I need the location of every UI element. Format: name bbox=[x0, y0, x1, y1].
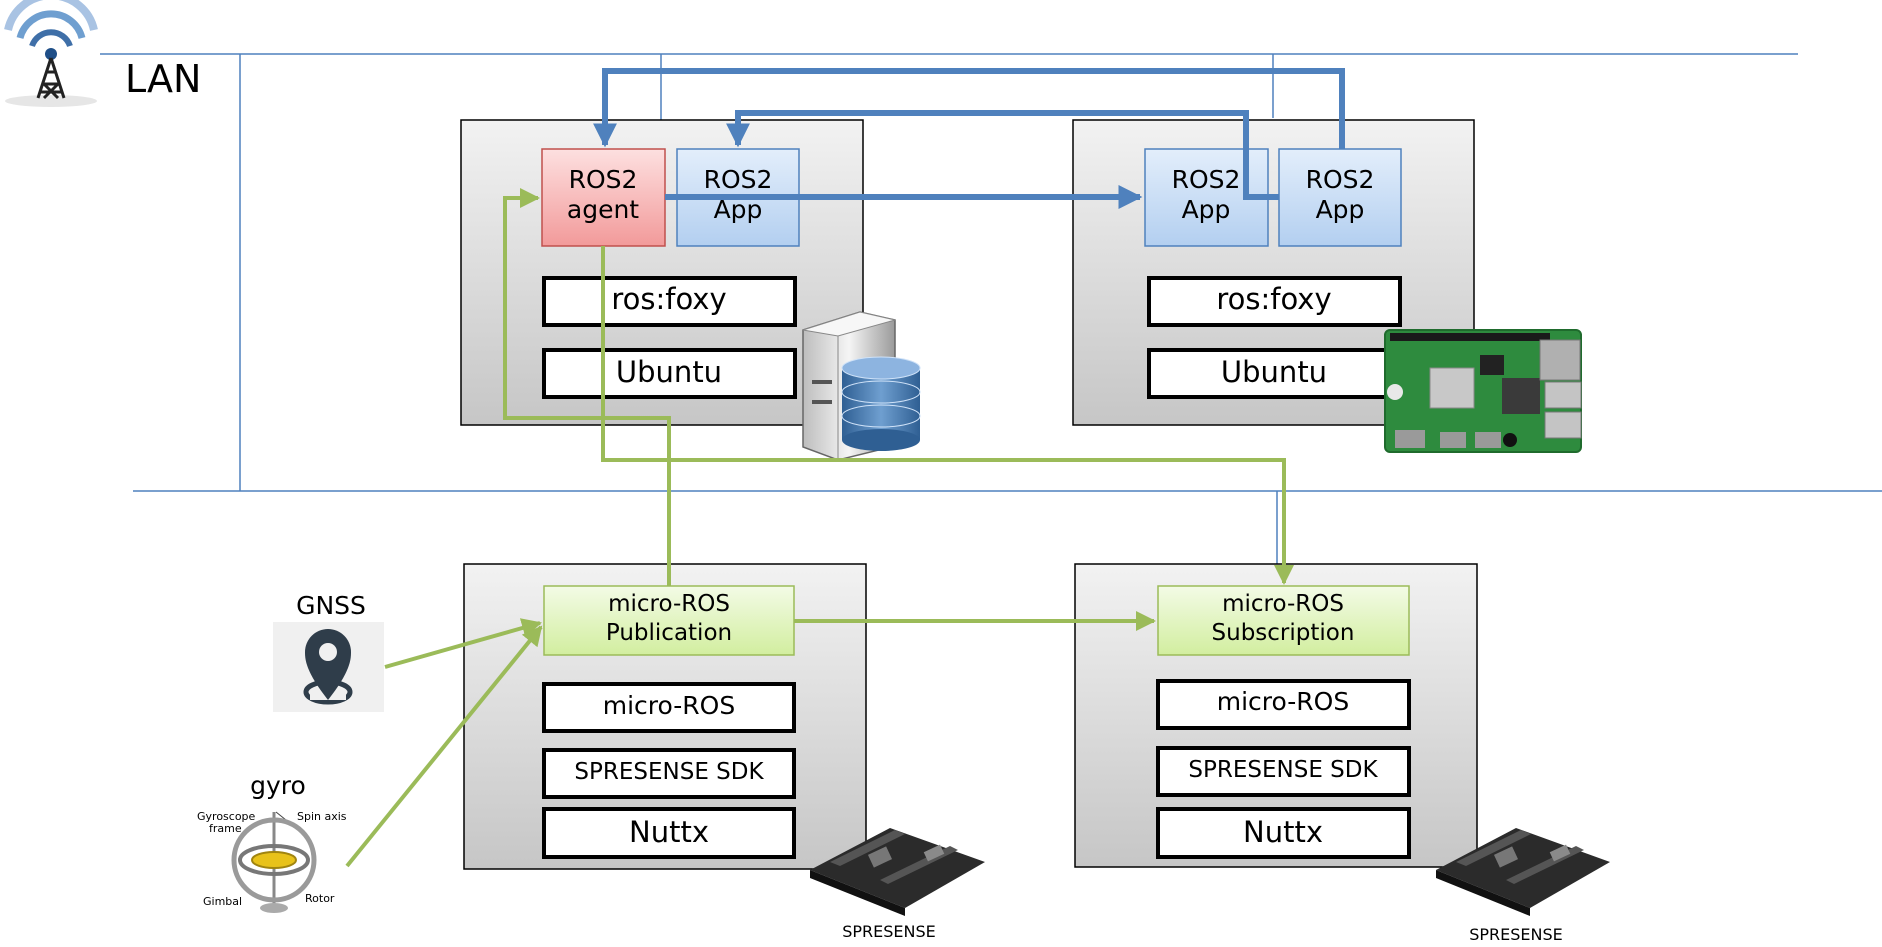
arrow-gyro-to-pub bbox=[345, 625, 543, 868]
nuttx-layer-pub: Nuttx bbox=[542, 807, 796, 859]
micro-ros-publication-node[interactable]: micro-ROS Publication bbox=[543, 585, 795, 656]
micro-ros-sub-line2: Subscription bbox=[1212, 620, 1355, 646]
gyro-label: gyro bbox=[250, 771, 306, 800]
svg-text:micro-ROS: micro-ROS bbox=[1217, 687, 1349, 716]
arrow-rpi-app2-to-agent bbox=[593, 68, 1345, 149]
micro-ros-subscription-node[interactable]: micro-ROS Subscription bbox=[1157, 585, 1410, 656]
arrow-pub-to-agent bbox=[503, 188, 671, 586]
gyro-part-rotor: Rotor bbox=[305, 892, 335, 905]
ros2-agent-line2: agent bbox=[567, 195, 639, 224]
micro-ros-sub-line1: micro-ROS bbox=[1222, 591, 1344, 617]
ros2-app-pc-line1: ROS2 bbox=[704, 165, 773, 194]
micro-ros-green-arrows bbox=[345, 188, 1294, 868]
gnss-label: GNSS bbox=[296, 591, 366, 620]
ros2-app-node-rpi-2[interactable]: ROS2 App bbox=[1278, 148, 1402, 247]
location-pin-icon bbox=[273, 622, 384, 712]
server-database-icon bbox=[802, 311, 921, 461]
lan-label: LAN bbox=[125, 57, 201, 101]
ros-foxy-layer-pc: ros:foxy bbox=[542, 276, 797, 327]
ros2-app-rpi2-line2: App bbox=[1316, 195, 1365, 224]
svg-text:SPRESENSE SDK: SPRESENSE SDK bbox=[1188, 757, 1378, 783]
gyro-part-gimbal: Gimbal bbox=[203, 895, 242, 908]
spresense-board-icon-sub: SPRESENSE bbox=[1436, 828, 1610, 944]
ros2-blue-arrows bbox=[593, 68, 1345, 209]
host-rpi: ROS2 App ROS2 App ros:foxy Ubuntu bbox=[1072, 119, 1475, 426]
spresense-caption-sub: SPRESENSE bbox=[1469, 925, 1563, 944]
raspberry-pi-board-icon bbox=[1384, 329, 1582, 453]
device-publication: micro-ROS Publication micro-ROS SPRESENS… bbox=[463, 563, 867, 870]
svg-text:SPRESENSE SDK: SPRESENSE SDK bbox=[574, 759, 764, 785]
spresense-board-icon-pub: SPRESENSE bbox=[810, 828, 985, 941]
spresense-sdk-layer-sub: SPRESENSE SDK bbox=[1156, 746, 1411, 797]
svg-text:Nuttx: Nuttx bbox=[629, 815, 709, 849]
antenna-icon bbox=[4, 0, 98, 107]
spresense-caption-pub: SPRESENSE bbox=[842, 922, 936, 941]
svg-text:ros:foxy: ros:foxy bbox=[611, 282, 726, 316]
ubuntu-layer-rpi: Ubuntu bbox=[1147, 348, 1402, 399]
gyro-part-frame-line1: Gyroscope bbox=[197, 810, 256, 823]
ros2-app-rpi1-line2: App bbox=[1182, 195, 1231, 224]
ubuntu-layer-pc: Ubuntu bbox=[542, 348, 797, 399]
spresense-sdk-layer-pub: SPRESENSE SDK bbox=[542, 748, 796, 799]
arrow-rpi-app2-to-pc-app bbox=[726, 110, 1279, 200]
svg-text:Nuttx: Nuttx bbox=[1243, 815, 1323, 849]
gyro-part-spin-axis: Spin axis bbox=[297, 810, 347, 823]
ros-foxy-layer-rpi: ros:foxy bbox=[1147, 276, 1402, 327]
ros2-agent-line1: ROS2 bbox=[569, 165, 638, 194]
micro-ros-pub-line1: micro-ROS bbox=[608, 591, 730, 617]
svg-text:micro-ROS: micro-ROS bbox=[603, 691, 735, 720]
ros2-agent-node[interactable]: ROS2 agent bbox=[541, 148, 666, 247]
device-subscription: micro-ROS Subscription micro-ROS SPRESEN… bbox=[1074, 563, 1478, 868]
ros2-app-rpi1-line1: ROS2 bbox=[1172, 165, 1241, 194]
micro-ros-layer-pub: micro-ROS bbox=[542, 682, 796, 733]
arrow-gnss-to-pub bbox=[384, 618, 542, 669]
micro-ros-pub-line2: Publication bbox=[606, 620, 732, 646]
svg-text:ros:foxy: ros:foxy bbox=[1216, 282, 1331, 316]
svg-text:Ubuntu: Ubuntu bbox=[1221, 355, 1327, 389]
gyroscope-icon: Gyroscope frame Spin axis Gimbal Rotor bbox=[197, 810, 347, 913]
micro-ros-layer-sub: micro-ROS bbox=[1156, 679, 1411, 730]
arrow-agent-to-sub bbox=[601, 246, 1294, 585]
gyro-part-frame-line2: frame bbox=[209, 822, 242, 835]
nuttx-layer-sub: Nuttx bbox=[1156, 807, 1411, 859]
ros2-app-rpi2-line1: ROS2 bbox=[1306, 165, 1375, 194]
svg-text:Ubuntu: Ubuntu bbox=[616, 355, 722, 389]
lan-network bbox=[100, 53, 1882, 564]
